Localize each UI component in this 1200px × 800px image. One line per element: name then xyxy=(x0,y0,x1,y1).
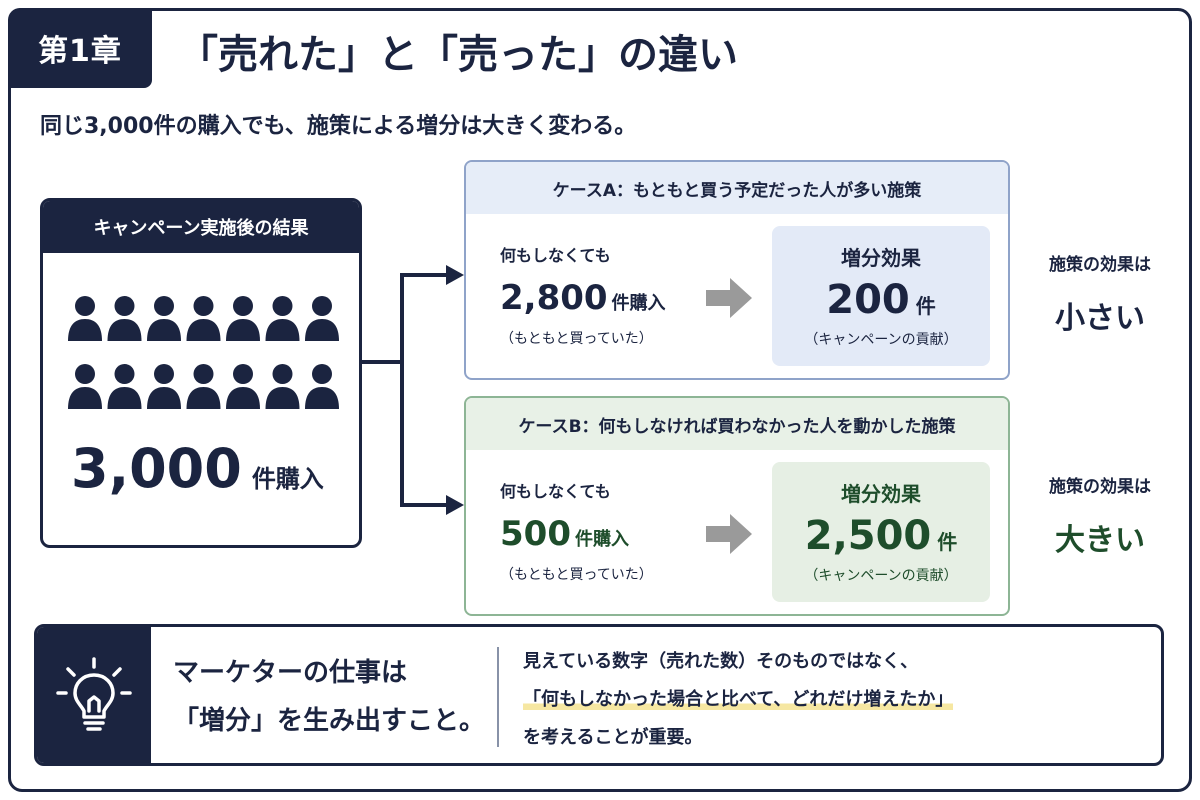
page-subtitle: 同じ3,000件の購入でも、施策による増分は大きく変わる。 xyxy=(40,114,637,139)
case-b-verdict-value: 大きい xyxy=(1055,523,1145,558)
case-a-verdict: 施策の効果は 小さい xyxy=(1020,250,1180,337)
people-grid xyxy=(67,295,347,411)
case-b-heading: ケースB：何もしなければ買わなかった人を動かした施策 xyxy=(466,398,1008,450)
case-b-baseline-number: 500 xyxy=(500,514,571,554)
result-number: 3,000 xyxy=(71,437,242,500)
takeaway-text-line3: を考えることが重要。 xyxy=(523,727,703,748)
case-a-baseline-note: （もともと買っていた） xyxy=(500,331,653,347)
connector-arrowhead-bottom xyxy=(446,495,464,515)
person-icon xyxy=(147,364,181,409)
case-b-effect-label: 増分効果 xyxy=(841,482,921,506)
case-b-baseline-unit: 件購入 xyxy=(574,529,629,550)
person-icon xyxy=(265,364,300,409)
takeaway-divider xyxy=(497,647,499,747)
person-icon xyxy=(68,364,102,409)
person-icon xyxy=(147,296,181,341)
result-value: 3,000 件購入 xyxy=(71,437,324,500)
bulb-panel xyxy=(37,627,151,763)
lightbulb-icon xyxy=(56,657,132,731)
person-icon xyxy=(305,364,339,409)
case-b-baseline-label: 何もしなくても xyxy=(500,482,611,501)
right-arrow-icon xyxy=(706,514,752,554)
person-icon xyxy=(305,296,339,341)
takeaway-main-line1: マーケターの仕事は xyxy=(173,658,408,688)
connector-arrowhead-top xyxy=(446,265,464,285)
people-icons xyxy=(68,296,339,409)
takeaway-text-line1: 見えている数字（売れた数）そのものではなく、 xyxy=(523,651,919,672)
case-a-effect-unit: 件 xyxy=(915,294,936,318)
takeaway-text: 見えている数字（売れた数）そのものではなく、 「何もしなかった場合と比べて、どれ… xyxy=(523,643,954,757)
case-a-heading: ケースA：もともと買う予定だった人が多い施策 xyxy=(466,162,1008,214)
chapter-badge: 第1章 xyxy=(8,8,152,88)
takeaway-main-line2: 「増分」を生み出すこと。 xyxy=(173,706,486,736)
case-a-verdict-value: 小さい xyxy=(1055,301,1145,336)
person-icon xyxy=(186,364,221,409)
right-arrow-icon xyxy=(706,278,752,318)
person-icon xyxy=(265,296,300,341)
person-icon xyxy=(226,296,260,341)
case-b-verdict: 施策の効果は 大きい xyxy=(1020,472,1180,559)
result-box: キャンペーン実施後の結果 3,000 件購入 xyxy=(40,198,362,548)
connector-line-top xyxy=(362,273,448,364)
person-icon xyxy=(107,364,142,409)
person-icon xyxy=(68,296,102,341)
person-icon xyxy=(226,364,260,409)
result-heading: キャンペーン実施後の結果 xyxy=(43,201,359,253)
case-a-effect-note: （キャンペーンの貢献） xyxy=(804,332,958,348)
person-icon xyxy=(107,296,142,341)
page-title: 「売れた」と「売った」の違い xyxy=(178,32,738,78)
takeaway-box: マーケターの仕事は 「増分」を生み出すこと。 見えている数字（売れた数）そのもの… xyxy=(34,624,1164,766)
case-b-effect-unit: 件 xyxy=(937,530,958,554)
takeaway-main: マーケターの仕事は 「増分」を生み出すこと。 xyxy=(173,649,485,745)
case-b-verdict-label: 施策の効果は xyxy=(1049,477,1151,497)
case-a-baseline-label: 何もしなくても xyxy=(500,246,611,265)
branch-connector xyxy=(362,265,464,515)
case-a-baseline-unit: 件購入 xyxy=(611,293,666,314)
case-a-effect-number: 200 xyxy=(826,277,910,323)
case-b-effect-note: （キャンペーンの貢献） xyxy=(804,568,958,584)
case-b-baseline-note: （もともと買っていた） xyxy=(500,567,653,583)
takeaway-text-line2-highlight: 「何もしなかった場合と比べて、どれだけ増えたか」 xyxy=(523,689,954,710)
person-icon xyxy=(186,296,221,341)
case-b-effect-number: 2,500 xyxy=(804,513,932,559)
result-unit: 件購入 xyxy=(251,465,324,493)
case-a-baseline-number: 2,800 xyxy=(500,278,608,318)
case-a-verdict-label: 施策の効果は xyxy=(1049,255,1151,275)
connector-line-bottom xyxy=(400,362,448,507)
case-a-effect-label: 増分効果 xyxy=(841,246,921,270)
